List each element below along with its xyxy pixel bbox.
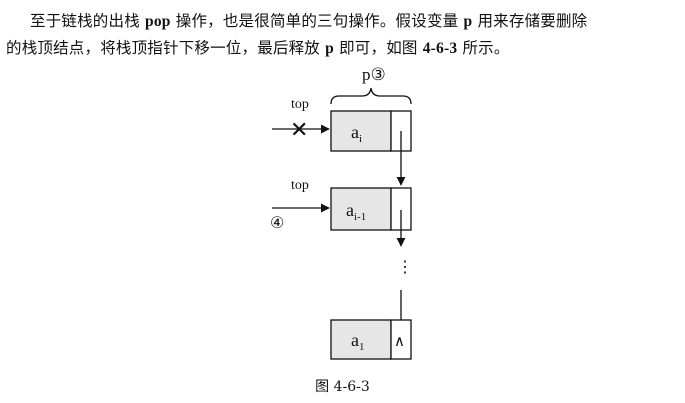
- node-bottom-data: [330, 319, 392, 360]
- node-top-data: [330, 110, 392, 152]
- cross-mark: ✕: [290, 117, 308, 142]
- node-bottom-next: [390, 319, 412, 360]
- null-pointer-symbol: ∧: [394, 334, 405, 350]
- variable-p: p: [325, 40, 334, 57]
- node-middle: ai-1: [330, 187, 412, 231]
- top-label-old: top: [291, 97, 309, 112]
- body-paragraph: 至于链栈的出栈 pop 操作，也是很简单的三句操作。假设变量 p 用来存储要删除…: [6, 8, 678, 62]
- figure-reference: 4-6-3: [422, 40, 458, 57]
- step-4-marker: ④: [270, 215, 284, 232]
- brace-label: p③: [362, 65, 386, 84]
- node-bottom: a1 ∧: [330, 319, 412, 360]
- node-bottom-label: a1: [351, 330, 365, 353]
- variable-p: p: [463, 13, 473, 30]
- node-top: ai: [330, 110, 412, 152]
- pop-keyword: pop: [145, 13, 171, 30]
- paragraph-line-1: 至于链栈的出栈 pop 操作，也是很简单的三句操作。假设变量 p 用来存储要删除: [30, 12, 588, 30]
- figure-caption: 图 4-6-3: [315, 379, 370, 395]
- node-middle-label: ai-1: [346, 200, 366, 223]
- node-middle-data: [330, 187, 392, 231]
- ellipsis: ⋮: [397, 259, 413, 276]
- paragraph-line-2: 的栈顶结点，将栈顶指针下移一位，最后释放 p 即可，如图 4-6-3 所示。: [6, 39, 510, 57]
- brace: [330, 87, 412, 105]
- top-label-new: top: [291, 178, 309, 193]
- node-top-label: ai: [351, 122, 362, 145]
